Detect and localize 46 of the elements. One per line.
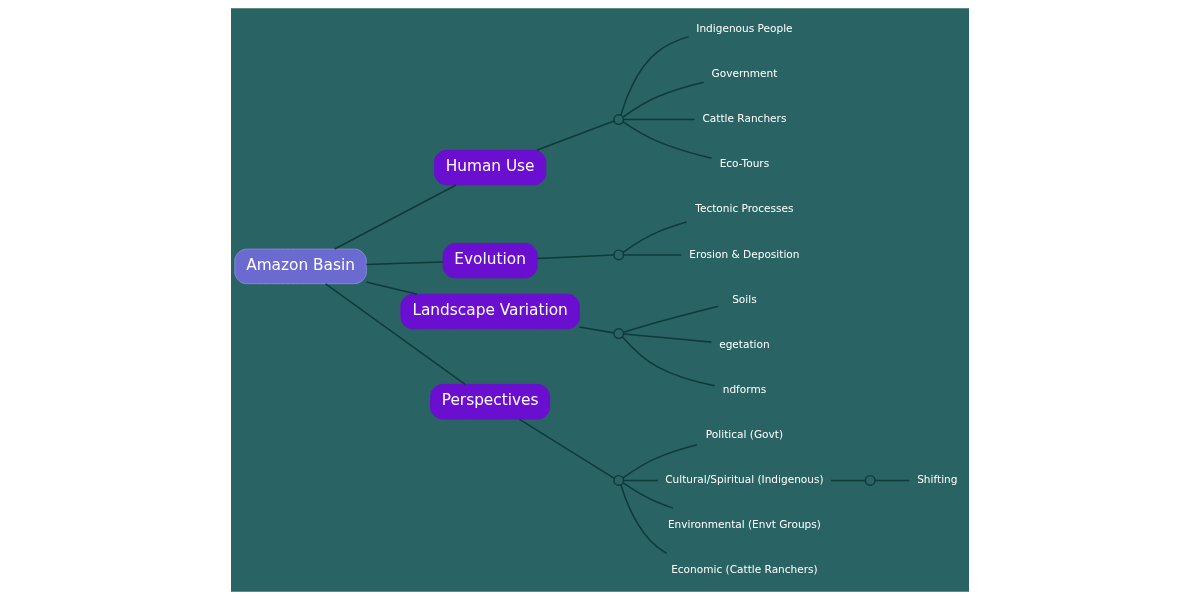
node-text: Cultural/Spiritual (Indigenous) <box>665 473 824 486</box>
node-circle <box>613 474 625 486</box>
connector <box>622 482 674 509</box>
node-circle <box>613 328 625 340</box>
node-text: Erosion & Deposition <box>689 247 800 260</box>
node-text: Cattle Ranchers <box>702 112 787 125</box>
node-circle <box>613 114 625 126</box>
connector <box>324 283 466 386</box>
node-text: Tectonic Processes <box>695 202 794 215</box>
connector <box>622 305 720 334</box>
node-box: Evolution <box>442 242 538 279</box>
connector <box>622 81 705 118</box>
node-text: Eco-Tours <box>719 157 770 170</box>
node-box: Human Use <box>433 149 547 186</box>
node-text: Government <box>711 67 778 80</box>
connector <box>333 184 457 250</box>
connector <box>830 479 866 482</box>
node-circle <box>864 474 876 486</box>
node-text: Political (Govt) <box>705 428 783 440</box>
node-text: Environmental (Envt Groups) <box>667 518 821 531</box>
node-text: egetation <box>719 337 770 350</box>
connector <box>578 326 615 334</box>
connector <box>621 336 716 387</box>
connector <box>536 254 615 260</box>
node-circle <box>613 249 625 261</box>
connector <box>622 118 696 121</box>
connector <box>622 121 713 159</box>
node-text: ndforms <box>722 382 767 395</box>
connector <box>622 479 659 482</box>
node-text: Shifting <box>917 473 958 486</box>
connector <box>874 479 911 482</box>
connector <box>622 333 713 343</box>
connector <box>365 281 419 295</box>
node-text: Indigenous People <box>696 22 793 35</box>
node-box: Amazon Basin <box>234 248 367 285</box>
connector <box>620 35 690 116</box>
connector <box>622 443 698 479</box>
connector <box>365 261 444 266</box>
connector <box>622 221 688 254</box>
connector <box>518 418 616 480</box>
node-text: Soils <box>732 292 757 305</box>
node-text: Economic (Cattle Ranchers) <box>671 563 818 576</box>
connector <box>620 484 668 554</box>
node-box: Landscape Variation <box>400 293 580 330</box>
connector <box>536 120 615 151</box>
node-box: Perspectives <box>430 383 551 420</box>
